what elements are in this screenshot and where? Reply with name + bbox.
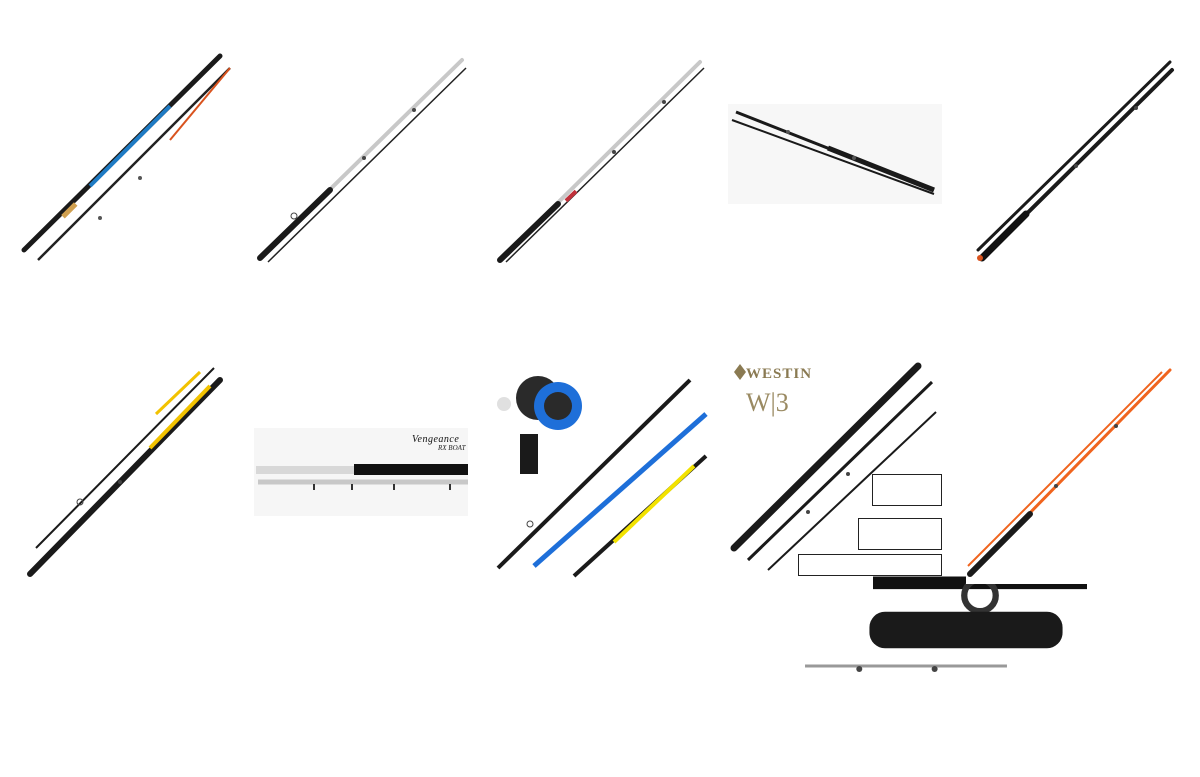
- rod-image-5: [976, 60, 1174, 262]
- inset-ferrule-closeup: [858, 518, 1063, 649]
- model-label-rx-boat: RX BOAT: [438, 444, 466, 452]
- model-label-w3: W|3: [746, 388, 789, 417]
- rod-image-7: [254, 428, 468, 516]
- product-tile-rod-8[interactable]: [494, 362, 708, 584]
- product-tile-rod-3[interactable]: [494, 48, 708, 270]
- product-tile-rod-1[interactable]: [20, 48, 234, 270]
- rod-image-10: [967, 368, 1172, 577]
- product-tile-rod-9[interactable]: WESTIN W|3: [728, 362, 1087, 673]
- product-tile-rod-4[interactable]: [728, 48, 942, 270]
- product-tile-rod-5[interactable]: [966, 48, 1180, 270]
- rod-image-2: [257, 58, 467, 263]
- brand-logo-westin: WESTIN: [746, 366, 813, 382]
- brand-logo-vengeance: Vengeance: [412, 434, 460, 445]
- product-tile-rod-7[interactable]: Vengeance RX BOAT: [254, 362, 468, 584]
- inset-full-rod: [798, 554, 1007, 673]
- rod-image-9: [730, 362, 937, 571]
- product-tile-rod-6[interactable]: [20, 362, 234, 584]
- product-tile-rod-10[interactable]: [966, 362, 1180, 584]
- inset-guide-closeup: [872, 474, 1087, 615]
- rod-image-1: [21, 53, 231, 261]
- rod-image-6: [27, 367, 223, 577]
- rod-image-4: [728, 104, 942, 204]
- product-tile-rod-2[interactable]: [254, 48, 468, 270]
- rod-image-8: [496, 376, 708, 578]
- rod-image-3: [497, 60, 705, 263]
